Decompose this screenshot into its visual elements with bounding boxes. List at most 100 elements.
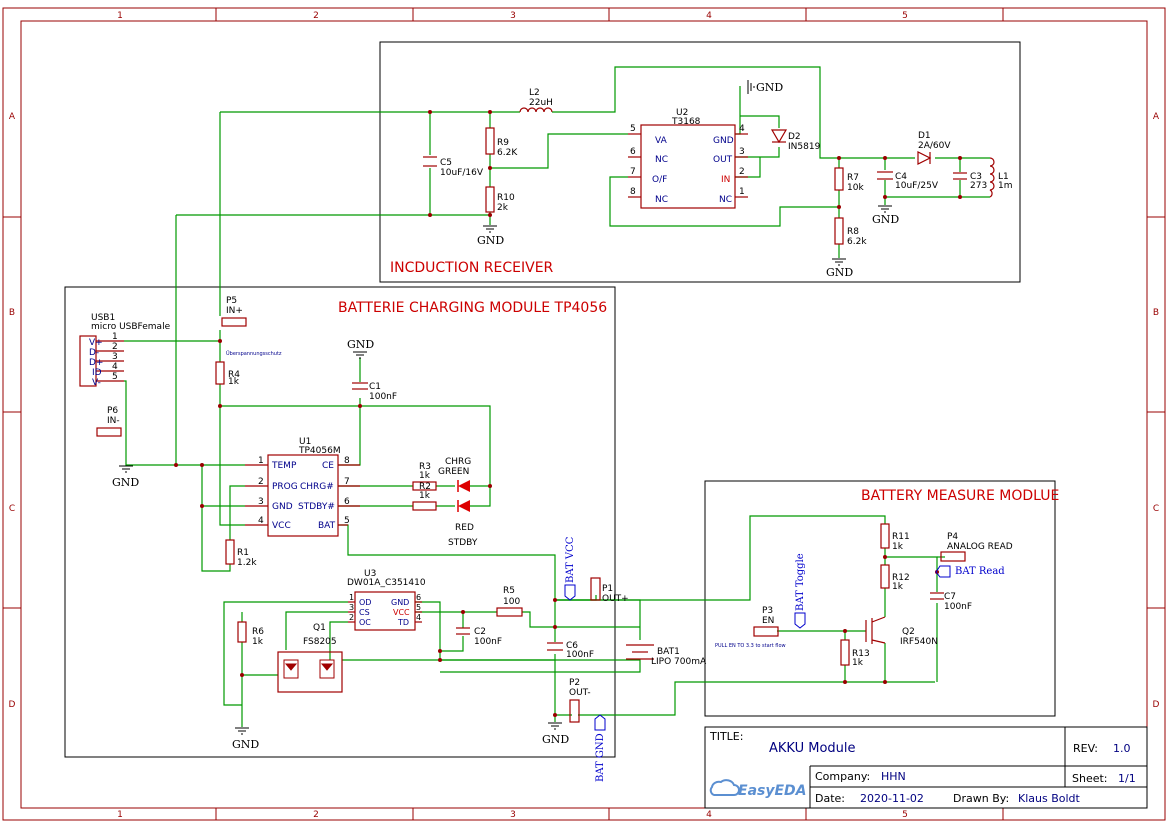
ground-symbols bbox=[119, 80, 892, 735]
pull-en-note: PULL EN TO 3.3 to start flow bbox=[715, 643, 786, 649]
usb-pin2-num: 2 bbox=[112, 342, 118, 352]
usb-pin1-name: V+ bbox=[89, 338, 103, 348]
u3-pin4-num: 4 bbox=[416, 613, 421, 622]
title-block bbox=[704, 726, 1148, 809]
easyeda-logo: EasyEDA bbox=[709, 779, 807, 799]
r9-ref: R9 bbox=[497, 138, 509, 148]
d1-ref: D1 bbox=[918, 131, 931, 141]
u2-pin6-name: NC bbox=[655, 155, 668, 165]
r6-value: 1k bbox=[252, 637, 264, 647]
usb-pin4-name: ID bbox=[92, 368, 102, 378]
u3-pin3-name: CS bbox=[359, 608, 370, 617]
u2-pin7-num: 7 bbox=[630, 167, 636, 177]
u3-pin6-num: 6 bbox=[416, 593, 421, 602]
gnd-u2 bbox=[747, 80, 755, 94]
u1-pin3-name: GND bbox=[272, 502, 293, 512]
p6-value: IN- bbox=[107, 416, 120, 426]
gnd-r6 bbox=[235, 727, 249, 735]
junctions bbox=[174, 110, 962, 717]
col-label-3: 3 bbox=[510, 11, 516, 21]
r12-ref: R12 bbox=[892, 573, 910, 583]
charger-box bbox=[64, 286, 616, 758]
u1-pin7-name: CHRG# bbox=[300, 482, 334, 492]
company-label: Company: bbox=[815, 770, 870, 783]
u1-pin1-name: TEMP bbox=[271, 461, 297, 471]
usb-pin3-name: D+ bbox=[89, 358, 103, 368]
r1-ref: R1 bbox=[237, 548, 249, 558]
c1-value: 100nF bbox=[369, 392, 397, 402]
led1-value: GREEN bbox=[438, 467, 469, 477]
l1-ref: L1 bbox=[998, 172, 1009, 182]
net-bat-gnd-label: BAT GND bbox=[595, 733, 606, 782]
r2-ref: R2 bbox=[419, 482, 431, 492]
gnd-c4 bbox=[878, 205, 892, 213]
led2-ref: RED bbox=[455, 523, 474, 533]
r5-value: 100 bbox=[503, 597, 520, 607]
c5-value: 10uF/16V bbox=[440, 168, 484, 178]
r13-value: 1k bbox=[852, 658, 864, 668]
net-bat-toggle-label: BAT Toggle bbox=[795, 553, 806, 611]
l1-value: 1m bbox=[998, 181, 1013, 191]
u3-value: DW01A_C351410 bbox=[347, 578, 426, 588]
u1-pin6-num: 6 bbox=[344, 497, 350, 507]
col-label-4-bottom: 4 bbox=[706, 810, 712, 820]
r12-value: 1k bbox=[892, 582, 904, 592]
ic-u3 bbox=[354, 591, 416, 631]
r10-ref: R10 bbox=[497, 193, 515, 203]
measure-box bbox=[704, 480, 1056, 717]
d1-value: 2A/60V bbox=[918, 141, 951, 151]
drawn-label: Drawn By: bbox=[953, 792, 1009, 805]
r10-value: 2k bbox=[497, 203, 509, 213]
u2-ref: U2 bbox=[676, 108, 688, 118]
netflag-bat-read bbox=[935, 565, 951, 578]
date-value: 2020-11-02 bbox=[860, 792, 924, 805]
gnd-r10 bbox=[483, 225, 497, 233]
sheet-value: 1/1 bbox=[1118, 772, 1136, 785]
mosfet-q1 bbox=[277, 651, 343, 693]
gnd-label-c1: GND bbox=[347, 338, 374, 351]
r4-ref: R4 bbox=[228, 370, 240, 380]
col-label-5: 5 bbox=[902, 11, 908, 21]
r4-value: 1k bbox=[228, 377, 240, 387]
row-label-a-right: A bbox=[1153, 112, 1160, 122]
u3-pin1-name: OD bbox=[359, 598, 371, 607]
sheet-label: Sheet: bbox=[1072, 772, 1108, 785]
gnd-label-r6: GND bbox=[232, 738, 259, 751]
gnd-label-u2: GND bbox=[756, 81, 783, 94]
sheet-frame bbox=[2, 7, 1166, 821]
u1-pin8-num: 8 bbox=[344, 456, 350, 466]
rev-value: 1.0 bbox=[1113, 742, 1131, 755]
c1-ref: C1 bbox=[369, 382, 381, 392]
row-label-d-right: D bbox=[1153, 700, 1160, 710]
col-label-3-bottom: 3 bbox=[510, 810, 516, 820]
u1-value: TP4056M bbox=[298, 446, 341, 456]
gnd-label-r10: GND bbox=[477, 234, 504, 247]
r3-value: 1k bbox=[419, 471, 431, 481]
gnd-label-c4: GND bbox=[872, 213, 899, 226]
u2-pin8-num: 8 bbox=[630, 187, 636, 197]
d2-ref: D2 bbox=[788, 132, 801, 142]
u3-pin4-name: TD bbox=[397, 618, 409, 627]
charger-title: BATTERIE CHARGING MODULE TP4056 bbox=[338, 300, 607, 316]
c4-value: 10uF/25V bbox=[895, 181, 939, 191]
p3-value: EN bbox=[762, 616, 774, 626]
c6-value: 100nF bbox=[566, 650, 594, 660]
gnd-c6 bbox=[548, 722, 562, 730]
u2-pin2-num: 2 bbox=[739, 167, 745, 177]
u1-pin5-name: BAT bbox=[318, 521, 336, 531]
r3-ref: R3 bbox=[419, 462, 431, 472]
row-label-b: B bbox=[9, 308, 15, 318]
title-label: TITLE: bbox=[709, 730, 743, 743]
wires bbox=[124, 66, 990, 727]
u2-pin4-name: GND bbox=[713, 136, 734, 146]
row-label-b-right: B bbox=[1153, 308, 1159, 318]
q1-ref: Q1 bbox=[313, 623, 326, 633]
u1-pin2-num: 2 bbox=[258, 477, 264, 487]
u1-pin8-name: CE bbox=[322, 461, 334, 471]
p3-ref: P3 bbox=[762, 606, 773, 616]
col-label-2-bottom: 2 bbox=[313, 810, 319, 820]
r1-value: 1.2k bbox=[237, 558, 257, 568]
u1-pin2-name: PROG bbox=[272, 482, 298, 492]
r9-value: 6.2K bbox=[497, 148, 518, 158]
net-bat-read-label: BAT Read bbox=[955, 566, 1005, 577]
